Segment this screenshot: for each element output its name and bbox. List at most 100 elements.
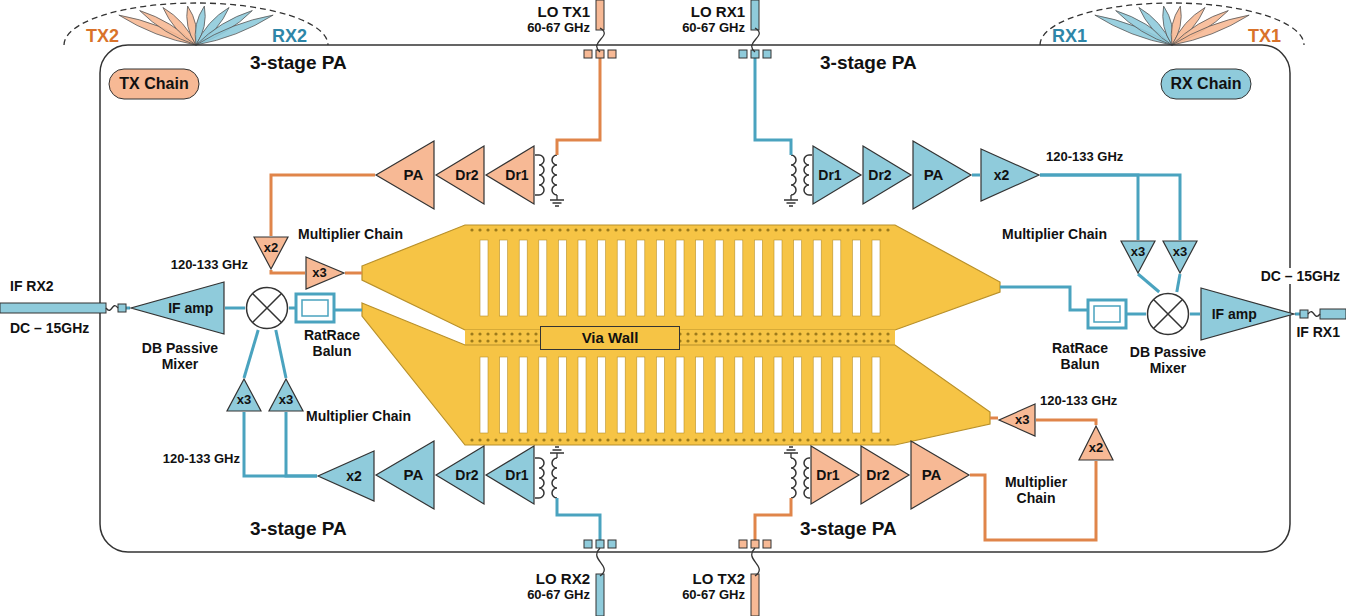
transformer [791, 155, 809, 195]
lo-feed [584, 50, 771, 548]
via-row [710, 228, 713, 231]
annotation-label: 60-67 GHz [470, 21, 590, 36]
via-row [678, 228, 681, 231]
via-wall-box: Via Wall [540, 326, 680, 350]
via-row [518, 438, 521, 441]
via-row [686, 228, 689, 231]
annotation-label: RatRace Balun [292, 327, 372, 359]
via-row [734, 339, 737, 342]
node-outline [1154, 300, 1183, 329]
chain-tag: TX Chain [108, 68, 200, 100]
node-outline [254, 237, 288, 269]
node-text: Dr1 [505, 167, 528, 183]
node-outline [269, 379, 303, 411]
antenna [362, 225, 1000, 445]
via-row [886, 228, 889, 231]
via-row [758, 339, 761, 342]
via-row [558, 438, 561, 441]
via-row [758, 332, 761, 335]
via-row [774, 339, 777, 342]
via-row [710, 332, 713, 335]
antenna-slots [715, 357, 723, 433]
via-row [542, 438, 545, 441]
antenna-slots [578, 357, 586, 433]
node-text: x3 [237, 393, 251, 408]
node-text: PA [924, 166, 944, 183]
multiplier: x3 [1162, 240, 1198, 274]
annotation-label: Multiplier Chain [306, 408, 418, 424]
node-outline [436, 446, 484, 504]
via-row [806, 339, 809, 342]
via-row [502, 339, 505, 342]
antenna-slots [500, 240, 508, 316]
antenna-slots [539, 240, 547, 316]
via-row [486, 339, 489, 342]
via-row [750, 332, 753, 335]
via-row [502, 438, 505, 441]
transmission-line [244, 330, 258, 378]
via-row [510, 339, 513, 342]
lo-feed [739, 540, 747, 548]
node-text: Dr1 [816, 467, 839, 483]
transmission-line [225, 307, 245, 310]
via-row [878, 228, 881, 231]
feed-line [345, 273, 998, 418]
via-row [846, 438, 849, 441]
antenna-slots [754, 240, 762, 316]
multiplier: x2 [1078, 425, 1114, 461]
antenna-slots [794, 240, 802, 316]
via-row [790, 339, 793, 342]
multiplier: x3 [268, 378, 304, 412]
via-row [646, 228, 649, 231]
label-patch: DC – 15GHz [8, 320, 91, 336]
annotation-label: TX2 [86, 26, 136, 47]
via-row [798, 228, 801, 231]
via-row [558, 228, 561, 231]
ground-symbol [550, 195, 564, 206]
via-row [838, 339, 841, 342]
node-outline [131, 282, 224, 334]
lo-feed [763, 50, 771, 58]
via-row [598, 438, 601, 441]
node-text: RX Chain [1170, 75, 1241, 93]
via-row [814, 438, 817, 441]
feed-line [345, 272, 362, 275]
antenna-slots [578, 240, 586, 316]
annotation-label: IF RX2 [8, 278, 98, 294]
via-row [854, 332, 857, 335]
via-row [742, 332, 745, 335]
via-row [742, 438, 745, 441]
ratrace-balun [1000, 287, 1146, 314]
node-text: PA [922, 466, 942, 483]
node-outline [1161, 69, 1251, 99]
via-row [726, 339, 729, 342]
annotation-label: 3-stage PA [250, 518, 380, 540]
via-row [486, 332, 489, 335]
node-text: x2 [264, 241, 278, 256]
annotation-label: DC – 15GHz [8, 320, 118, 336]
via-row [886, 339, 889, 342]
via-row [838, 332, 841, 335]
annotation-label: 60-67 GHz [625, 588, 745, 603]
via-row [550, 228, 553, 231]
amplifier: Dr2 [435, 145, 485, 205]
label-patch: IF RX1 [1294, 324, 1342, 340]
multiplier-shape [980, 148, 1040, 202]
mixer-label: DB Passive Mixer [1127, 344, 1209, 376]
via-row [518, 332, 521, 335]
via-row [782, 438, 785, 441]
amplifier: PA [375, 440, 435, 510]
node-outline [861, 446, 909, 504]
via-row [870, 228, 873, 231]
transformer [535, 155, 812, 498]
via-row [838, 438, 841, 441]
amplifier: Dr2 [435, 445, 485, 505]
via-row [766, 438, 769, 441]
via-row [662, 228, 665, 231]
via-row [806, 332, 809, 335]
annotation-label: Multiplier Chain [1002, 226, 1114, 242]
via-row [862, 228, 865, 231]
lo-feed [584, 50, 771, 548]
via-row [846, 228, 849, 231]
antenna-slots [676, 240, 684, 316]
